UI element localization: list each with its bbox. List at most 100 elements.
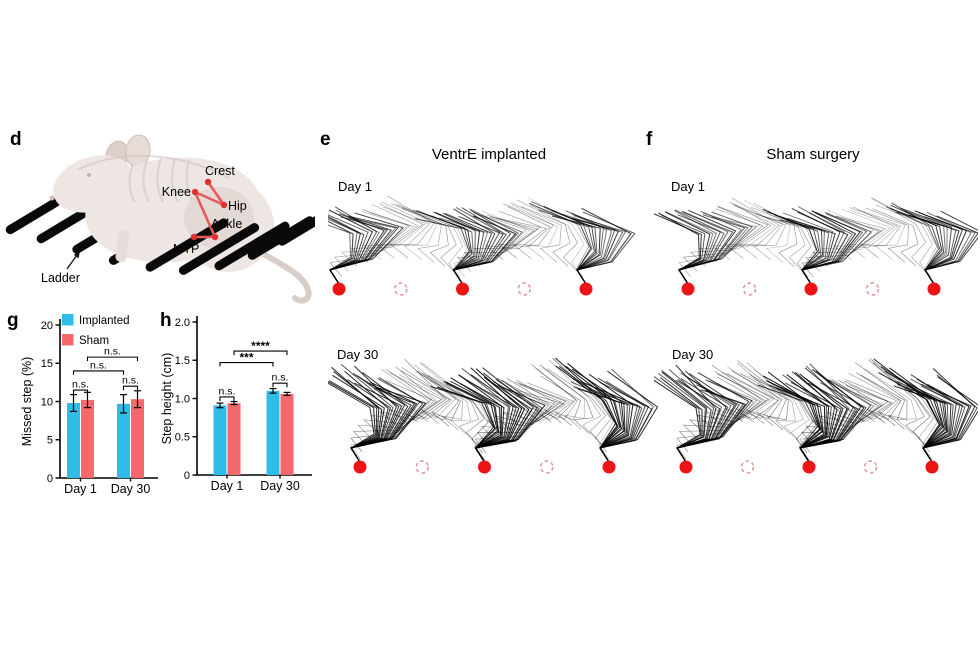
y-tick-label: 0.5 — [175, 432, 190, 444]
sig-bracket: *** — [219, 351, 274, 367]
ladder-rungs-front — [145, 210, 315, 275]
y-tick-label: 1.5 — [175, 355, 190, 367]
bar-sham-day1 — [81, 399, 94, 478]
label-ankle: Ankle — [211, 217, 242, 231]
stick-stance-frames — [654, 358, 978, 463]
sig-bracket: n.s. — [272, 372, 288, 388]
rat-tail — [254, 247, 312, 304]
rung-marker-stepped — [579, 282, 593, 296]
bar-implanted-day1 — [67, 403, 80, 478]
svg-text:****: **** — [251, 339, 270, 353]
joint-dot-hip — [220, 201, 228, 209]
stick-stance-frames — [654, 202, 978, 285]
stick-swing-frames — [678, 197, 938, 284]
ladder-pointer — [66, 251, 80, 270]
panel-e-title: VentrE implanted — [431, 146, 547, 163]
panel-e-day1-label: Day 1 — [338, 179, 372, 194]
x-category-label: Day 1 — [211, 479, 244, 493]
svg-text:***: *** — [239, 351, 253, 365]
bar-sham-day1 — [227, 403, 241, 475]
rung-marker-missed — [517, 282, 531, 296]
bar-implanted-day30 — [266, 390, 280, 475]
rung-marker-stepped — [802, 460, 816, 474]
error-bar — [283, 391, 291, 397]
rung-marker-missed — [415, 460, 429, 474]
sig-bracket: n.s. — [72, 359, 125, 375]
stick-plot-sham-day30 — [654, 358, 978, 474]
error-bar — [216, 402, 224, 409]
rung-marker-stepped — [679, 460, 693, 474]
label-crest: Crest — [205, 164, 235, 178]
panel-letter-f: f — [646, 129, 653, 150]
joint-dot-crest — [204, 178, 212, 186]
bar-sham-day30 — [131, 399, 144, 478]
bar-implanted-day30 — [117, 403, 130, 478]
joint-dot-mtp — [190, 233, 198, 241]
rung-marker-stepped — [353, 460, 367, 474]
joint-dot-knee — [191, 188, 199, 196]
rung-marker-missed — [742, 282, 757, 296]
error-bar — [120, 394, 127, 414]
y-tick-label: 15 — [41, 358, 53, 370]
hindlimb-joint-chain — [190, 178, 228, 241]
stick-stance-frames — [328, 201, 636, 285]
y-tick-label: 5 — [47, 435, 53, 447]
rung-marker-missed — [540, 460, 554, 474]
legend-item: Sham — [62, 334, 109, 347]
legend-label: Implanted — [79, 315, 130, 327]
rung-marker-missed — [394, 282, 408, 296]
y-tick-label: 0 — [47, 473, 53, 485]
rung-marker-stepped — [456, 282, 469, 296]
label-mtp: MTP — [173, 242, 199, 256]
sig-bracket: **** — [233, 339, 288, 356]
error-bar — [70, 394, 77, 413]
rung-marker-stepped — [602, 460, 616, 474]
rung-marker-stepped — [332, 282, 346, 296]
svg-text:n.s.: n.s. — [72, 379, 89, 391]
panel-f-day1-label: Day 1 — [671, 179, 705, 194]
sig-bracket: n.s. — [72, 379, 89, 395]
y-axis-label: Step height (cm) — [160, 353, 174, 445]
label-ladder: Ladder — [41, 271, 80, 285]
label-hip: Hip — [228, 199, 247, 213]
sig-bracket: n.s. — [122, 375, 139, 391]
rung-marker-missed — [740, 460, 755, 474]
y-tick-label: 0 — [184, 470, 190, 482]
panel-f-day30-label: Day 30 — [672, 347, 714, 362]
x-category-label: Day 30 — [111, 482, 151, 496]
error-bar — [134, 390, 141, 409]
label-knee: Knee — [162, 185, 191, 199]
y-tick-label: 10 — [41, 396, 53, 408]
panel-letter-d: d — [10, 129, 22, 150]
x-category-label: Day 30 — [260, 479, 300, 493]
bar-implanted-day1 — [213, 405, 227, 475]
y-tick-label: 1.0 — [175, 393, 190, 405]
sig-bracket: n.s. — [86, 346, 139, 362]
rat-ladder-illustration: Crest Knee Hip Ankle MTP Ladder — [5, 134, 315, 304]
rung-marker-stepped — [478, 460, 491, 474]
svg-text:n.s.: n.s. — [104, 346, 121, 358]
y-axis-label: Missed step (%) — [20, 357, 34, 447]
joint-dot-ankle — [211, 233, 219, 241]
rung-marker-stepped — [804, 282, 818, 296]
svg-text:n.s.: n.s. — [219, 385, 236, 397]
rung-marker-stepped — [925, 460, 939, 474]
rung-marker-missed — [865, 282, 880, 296]
panel-e-day30-label: Day 30 — [337, 347, 379, 362]
stick-plot-implanted-day30 — [328, 358, 658, 474]
panel-letter-h: h — [160, 310, 172, 331]
panel-letter-g: g — [7, 310, 19, 331]
rung-marker-missed — [863, 460, 878, 474]
rat-nose — [49, 195, 55, 201]
y-tick-label: 20 — [41, 320, 53, 332]
bar-sham-day30 — [280, 393, 294, 475]
panel-f-title: Sham surgery — [766, 146, 860, 163]
sig-bracket: n.s. — [219, 385, 236, 401]
rat-front-leg — [115, 230, 130, 263]
error-bar — [269, 387, 277, 394]
legend-swatch — [62, 314, 74, 326]
x-category-label: Day 1 — [64, 482, 97, 496]
